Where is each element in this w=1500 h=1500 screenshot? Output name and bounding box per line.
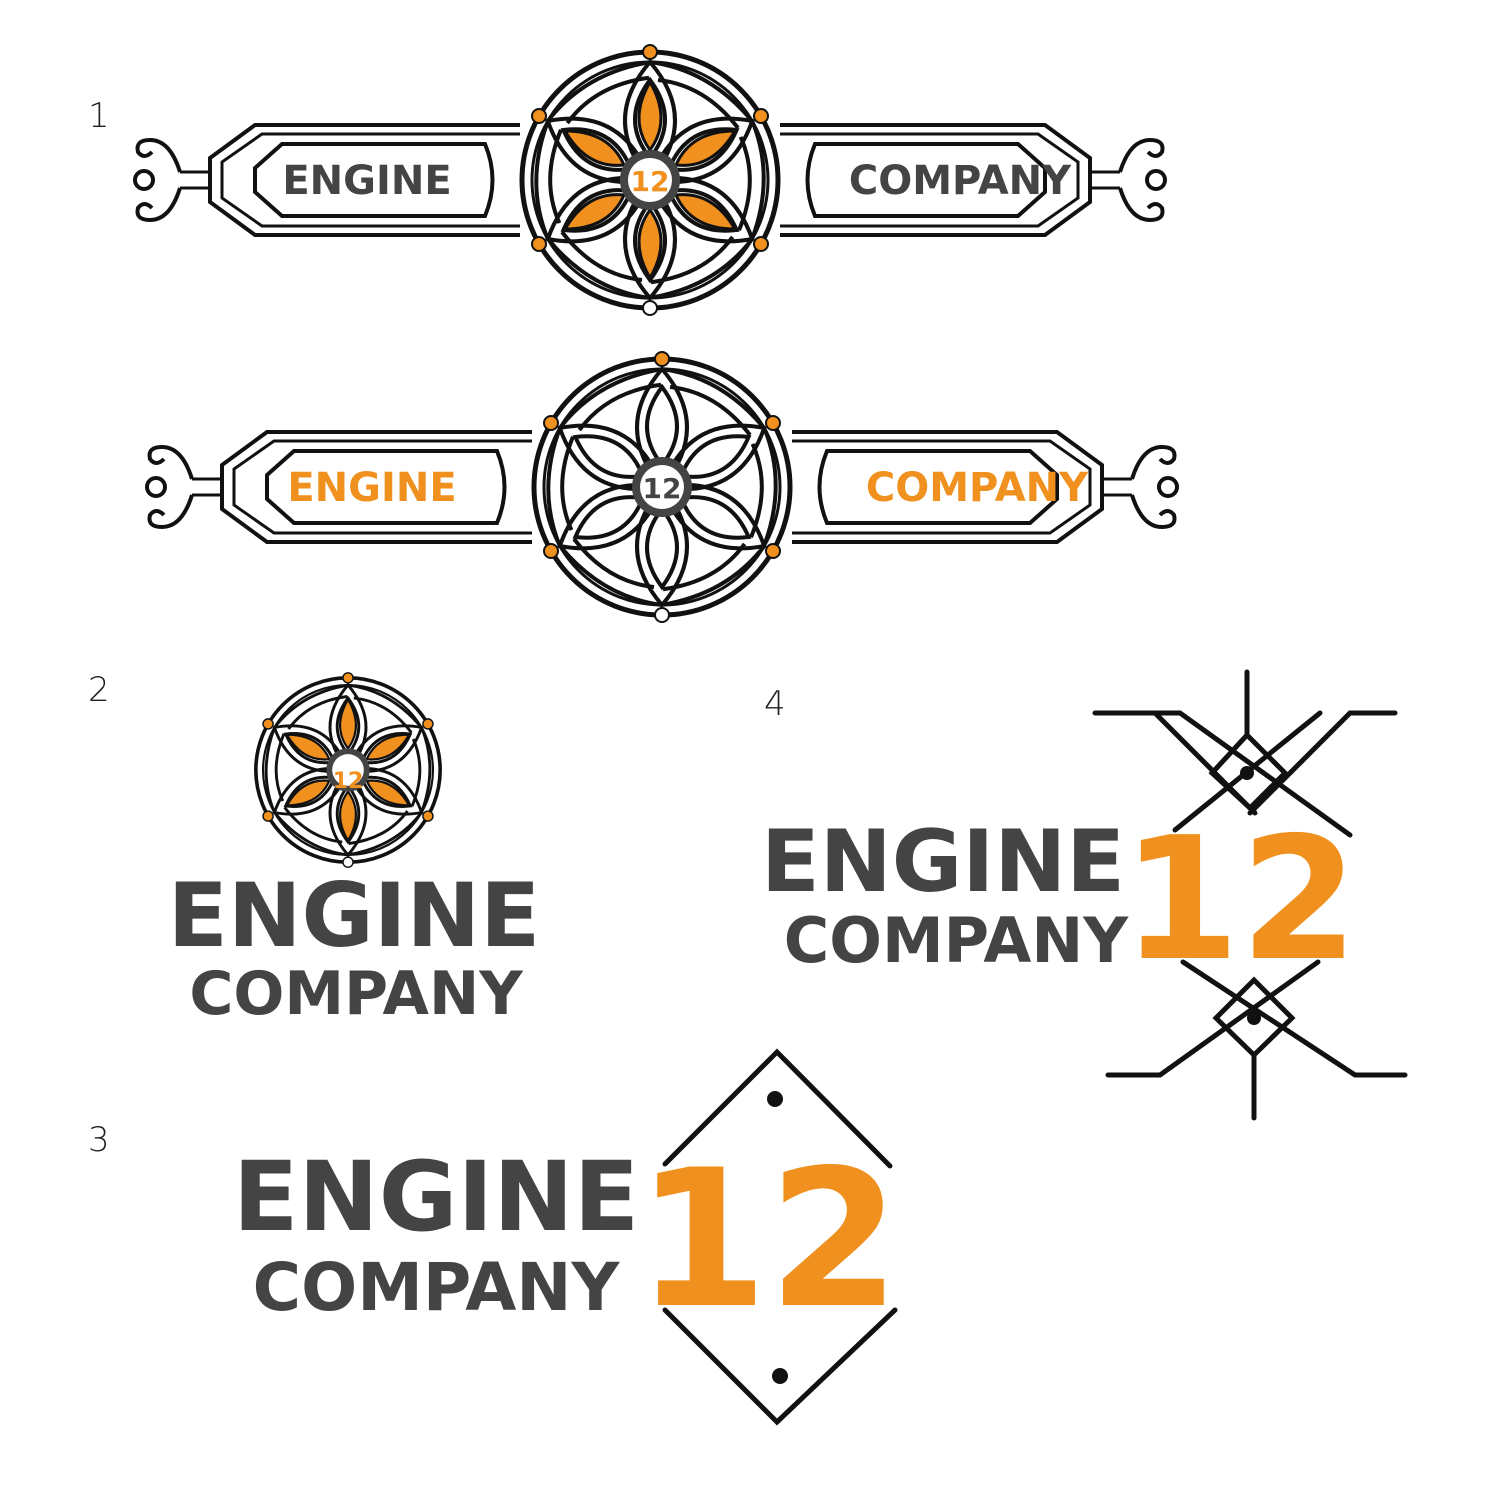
wordmark-line2: COMPANY (784, 904, 1130, 977)
banner-word-left: ENGINE (287, 465, 456, 511)
ornament-dot-bottom (1247, 1011, 1261, 1025)
emblem-number: 12 (643, 472, 682, 505)
wordmark-line1: ENGINE (168, 864, 541, 967)
diamond-frame (662, 1048, 898, 1426)
emblem-number: 12 (333, 769, 364, 794)
option-number-3: 3 (88, 1120, 110, 1160)
logo-4: ENGINE COMPANY 12 (761, 669, 1408, 1121)
crossed-line-ornament-top (1092, 669, 1398, 838)
option-number-2: 2 (88, 670, 110, 710)
ornament-dot-top (1240, 766, 1254, 780)
logo-2: 12 ENGINE COMPANY (168, 664, 541, 1029)
banner-word-right: COMPANY (849, 158, 1072, 204)
wordmark-line1: ENGINE (761, 812, 1125, 912)
banner-word-left: ENGINE (282, 158, 451, 204)
diamond-dot-top (767, 1091, 783, 1107)
rosette-emblem (497, 33, 803, 328)
wordmark-line1: ENGINE (233, 1141, 639, 1253)
badge-number: 12 (636, 1129, 900, 1350)
emblem-number: 12 (631, 165, 670, 198)
wordmark-line2: COMPANY (189, 959, 524, 1029)
rosette-emblem (238, 664, 459, 876)
logo-1a: 12 ENGINE COMPANY (133, 33, 1167, 328)
logo-3: ENGINE COMPANY 12 (233, 1048, 900, 1426)
wordmark-line2: COMPANY (253, 1249, 621, 1326)
banner-word-right: COMPANY (866, 465, 1089, 511)
badge-number: 12 (1122, 801, 1359, 999)
option-number-4: 4 (764, 684, 786, 724)
diamond-dot-bottom (772, 1368, 788, 1384)
crossed-line-ornament-bottom (1105, 959, 1408, 1121)
logo-1b: 12 ENGINE COMPANY (145, 340, 1179, 635)
option-number-1: 1 (88, 96, 110, 136)
